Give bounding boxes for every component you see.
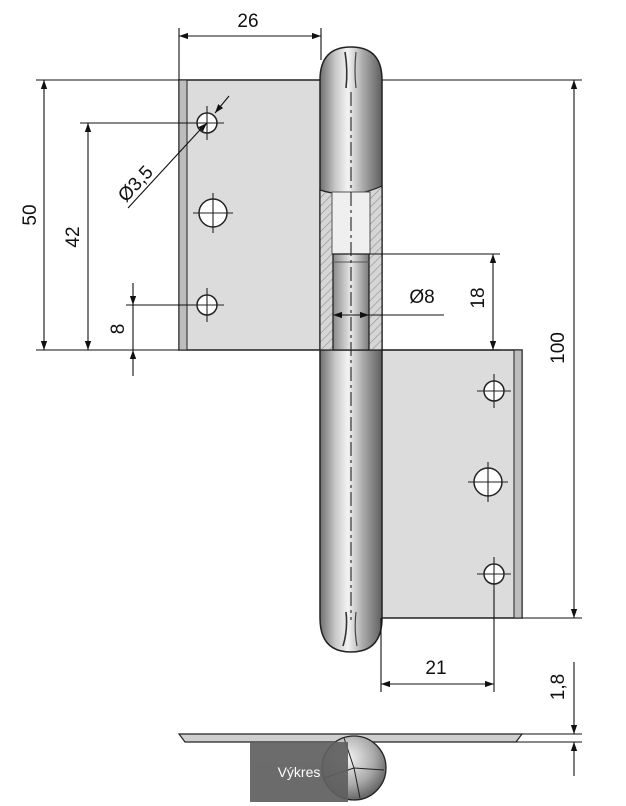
dimension-21 — [380, 590, 495, 692]
dimension-hole-diameter — [127, 95, 230, 209]
dim-label-pin-diameter: Ø8 — [409, 287, 434, 308]
hinge-side-view — [177, 733, 524, 801]
dimension-8 — [126, 283, 196, 376]
badge-label: Výkres — [277, 764, 321, 780]
section-cutaway — [319, 185, 383, 351]
dim-label-26: 26 — [237, 11, 258, 32]
dim-label-42: 42 — [63, 226, 84, 247]
dim-label-18: 18 — [468, 287, 489, 308]
dim-label-8: 8 — [108, 324, 129, 335]
drawing-label-badge[interactable]: Výkres — [250, 742, 348, 802]
dimension-18 — [369, 253, 500, 351]
dim-label-100: 100 — [548, 332, 569, 364]
dim-label-thickness: 1,8 — [548, 674, 569, 700]
dimension-26 — [178, 28, 322, 80]
dim-label-50: 50 — [20, 204, 41, 225]
dimension-50 — [36, 79, 179, 351]
dimension-42 — [80, 122, 196, 351]
dim-label-21: 21 — [425, 658, 446, 679]
dimension-100 — [382, 79, 582, 619]
dimension-thickness — [516, 662, 582, 776]
